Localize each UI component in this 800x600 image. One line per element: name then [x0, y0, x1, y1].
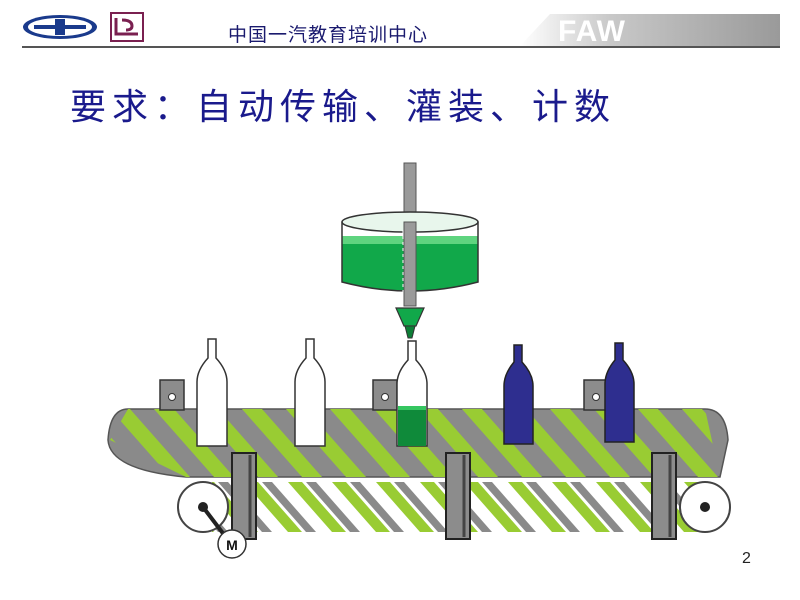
belt-support-post	[231, 452, 677, 540]
belt-stripe	[242, 409, 322, 477]
bottle-full	[604, 342, 635, 443]
header-divider	[22, 46, 780, 48]
belt-stripe	[394, 482, 448, 532]
belt-stripe	[462, 409, 542, 477]
belt-stripe	[482, 482, 536, 532]
belt-stripe	[728, 482, 786, 532]
belt-stripe	[22, 409, 102, 477]
belt-stripe	[464, 482, 522, 532]
slide-header: 中国一汽教育培训中心 FAW	[0, 0, 800, 52]
belt-stripe	[262, 482, 316, 532]
filling-tank	[341, 162, 479, 339]
faw-wordmark: FAW	[558, 15, 626, 46]
belt-stripe	[130, 482, 184, 532]
belt-stripe	[110, 409, 190, 477]
belt-stripe	[244, 482, 302, 532]
belt-stripe	[418, 409, 498, 477]
belt-stripe	[638, 409, 718, 477]
belt-stripe	[790, 482, 800, 532]
belt-stripe	[726, 409, 800, 477]
faw-brand-banner: FAW	[520, 14, 780, 46]
belt-stripe	[350, 482, 404, 532]
training-center-logo-icon	[110, 12, 144, 42]
faw-emblem-icon	[23, 15, 97, 39]
bottle-filling	[396, 340, 428, 447]
motor-label: M	[226, 537, 238, 553]
belt-stripe	[306, 482, 360, 532]
belt-roller-right	[679, 481, 731, 533]
page-number: 2	[742, 550, 751, 567]
belt-stripe	[330, 409, 410, 477]
belt-stripe	[770, 409, 800, 477]
belt-stripe	[332, 482, 390, 532]
motor: M	[201, 505, 247, 559]
bottle-empty	[196, 338, 228, 447]
bottle-full	[503, 344, 534, 445]
belt-stripe	[570, 482, 624, 532]
belt-stripe	[596, 482, 654, 532]
belt-stripe	[508, 482, 566, 532]
page-title: 要求：自动传输、灌装、计数	[70, 87, 617, 128]
belt-stripe	[746, 482, 800, 532]
belt-stripe	[772, 482, 800, 532]
belt-stripe	[526, 482, 580, 532]
belt-stripe	[550, 409, 630, 477]
conveyor-filling-diagram: M	[22, 162, 800, 559]
belt-stripe	[112, 482, 170, 532]
belt-stripe	[154, 409, 234, 477]
belt-stripe	[376, 482, 434, 532]
belt-stripe	[288, 482, 346, 532]
header-title: 中国一汽教育培训中心	[228, 24, 429, 46]
belt-stripe	[552, 482, 610, 532]
belt-stripe	[682, 409, 720, 477]
bottle-empty	[294, 338, 326, 447]
